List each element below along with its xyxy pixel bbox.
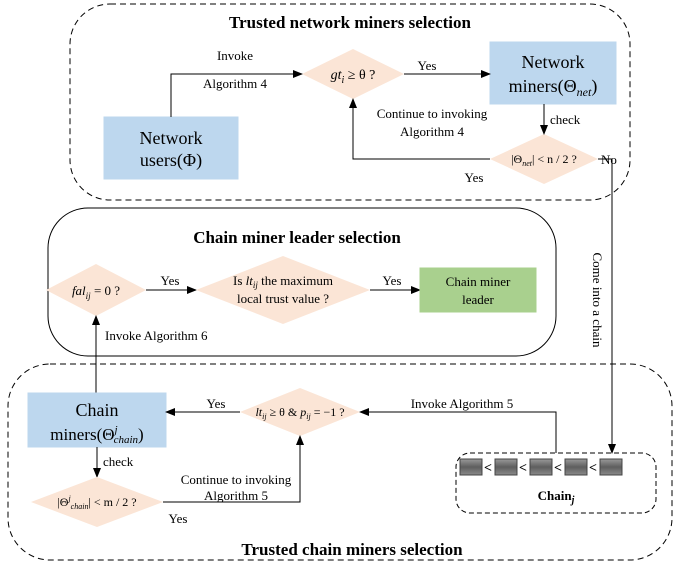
- chain-container: [455, 452, 657, 514]
- edge-yes-max-label: Yes: [383, 273, 402, 288]
- network-miners-label-2: miners(Θnet): [509, 76, 598, 99]
- chain-miner-leader-label-2: leader: [462, 292, 494, 307]
- chain-miner-leader-box: [419, 267, 537, 313]
- edge-invoke-alg4-label: Invoke: [217, 48, 253, 63]
- edge-users-to-gt: [170, 70, 303, 117]
- chain-section-title: Trusted chain miners selection: [241, 540, 463, 559]
- max-trust-condition-label: Is ltij the maximum: [233, 273, 333, 290]
- edge-theta-chain-back-to-lt: [163, 435, 304, 503]
- theta-net-condition-label: |Θnet| < n / 2 ?: [511, 152, 577, 168]
- edge-yes-chain-label: Yes: [169, 511, 188, 526]
- gt-condition-diamond: [302, 49, 404, 99]
- leader-section-container: [47, 207, 557, 357]
- chain-block-4: [564, 458, 588, 476]
- edge-yes-lt-label: Yes: [207, 396, 226, 411]
- chain-miners-box: [27, 392, 167, 448]
- lt-condition-diamond: [240, 388, 360, 436]
- edge-check-chain-label: check: [103, 454, 134, 469]
- network-miners-box: [489, 41, 617, 105]
- edge-yes-net-label: Yes: [465, 170, 484, 185]
- network-users-box: [103, 116, 239, 180]
- max-trust-condition-diamond: [196, 256, 370, 324]
- network-miners-label: Network: [522, 52, 585, 72]
- edge-continue-alg4-label-2: Algorithm 4: [400, 124, 464, 139]
- gt-condition-label: gti ≥ θ ?: [331, 68, 376, 86]
- chain-miners-label: Chain: [76, 400, 119, 420]
- edge-yes-fal-label: Yes: [161, 273, 180, 288]
- network-users-label: Network: [140, 128, 203, 148]
- fal-condition-label: falij = 0 ?: [72, 283, 120, 301]
- network-section-title: Trusted network miners selection: [229, 13, 471, 32]
- lt-condition-label: ltij ≥ θ & pij = −1 ?: [255, 405, 344, 421]
- chain-block-2: [494, 458, 518, 476]
- chain-block-1: [459, 458, 483, 476]
- edge-theta-back-to-gt: [349, 98, 490, 160]
- chain-section-container: [7, 363, 673, 561]
- max-trust-condition-label-2: local trust value ?: [237, 291, 329, 306]
- edge-invoke-alg5-label: Invoke Algorithm 5: [411, 396, 514, 411]
- chain-link-4: <: [589, 461, 597, 476]
- edge-chain-to-lt: [359, 408, 557, 453]
- chain-link-2: <: [519, 461, 527, 476]
- fal-condition-diamond: [46, 264, 146, 316]
- edge-theta-no-to-chain: [598, 158, 616, 454]
- chain-link-3: <: [554, 461, 562, 476]
- network-users-label-2: users(Φ): [140, 150, 202, 171]
- chain-link-1: <: [484, 461, 492, 476]
- chain-block-3: [529, 458, 553, 476]
- edge-check-net-label: check: [550, 112, 581, 127]
- edge-come-into-chain-label: Come into a chain: [590, 253, 605, 348]
- chain-blocks: < < < <: [459, 458, 623, 476]
- network-section-container: [69, 3, 631, 201]
- edge-continue-alg4-label: Continue to invoking: [377, 106, 488, 121]
- edge-continue-alg5-label: Continue to invoking: [181, 472, 292, 487]
- edge-invoke-alg4-label-2: Algorithm 4: [203, 76, 267, 91]
- theta-net-condition-diamond: [490, 134, 598, 184]
- edge-no-net-label: No: [601, 152, 617, 167]
- edge-invoke-alg6-label: Invoke Algorithm 6: [105, 328, 208, 343]
- chain-label: Chainj: [538, 488, 575, 506]
- leader-section-title: Chain miner leader selection: [193, 228, 401, 247]
- edge-continue-alg5-label-2: Algorithm 5: [204, 488, 268, 503]
- edge-yes-gt-label: Yes: [418, 58, 437, 73]
- chain-block-5: [599, 458, 623, 476]
- theta-chain-condition-label: |Θjchain| < m / 2 ?: [57, 494, 136, 511]
- chain-miner-leader-label: Chain miner: [446, 274, 511, 289]
- theta-chain-condition-diamond: [31, 477, 163, 527]
